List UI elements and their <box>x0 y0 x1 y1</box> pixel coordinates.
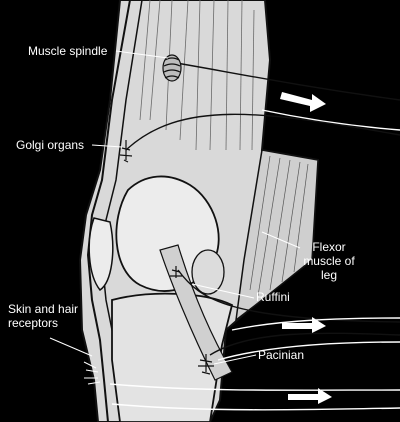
pacinian-label: Pacinian <box>258 348 304 362</box>
arrow-right-icon <box>280 92 326 112</box>
golgi-organs-label: Golgi organs <box>16 138 84 152</box>
muscle-spindle-label: Muscle spindle <box>28 44 107 58</box>
muscle-spindle-structure <box>163 55 181 81</box>
flexor-muscle-label: Flexor muscle of leg <box>298 240 360 282</box>
skin-hair-receptors-label: Skin and hair receptors <box>8 302 88 330</box>
ruffini-label: Ruffini <box>256 290 290 304</box>
